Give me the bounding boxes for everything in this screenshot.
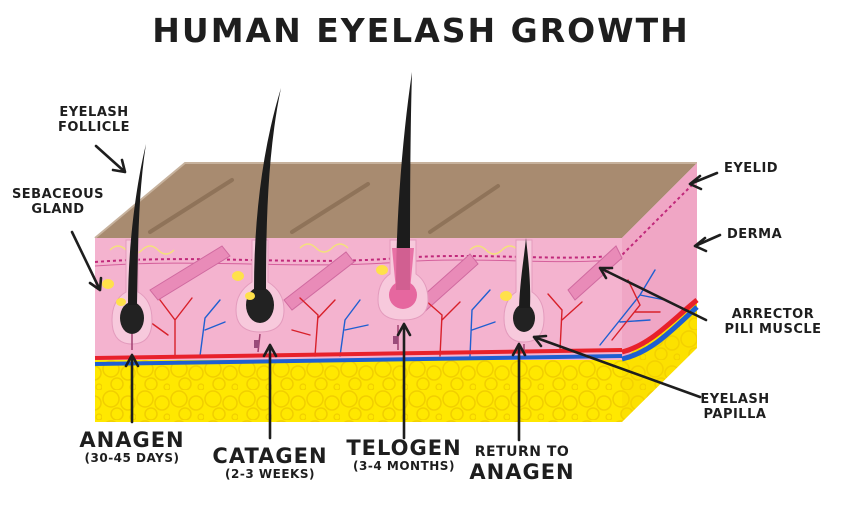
label-eyelid: EYELID — [724, 162, 778, 177]
label-sebaceous-gland: SEBACEOUS GLAND — [4, 188, 112, 218]
label-line: EYELASH — [690, 393, 780, 408]
stage-telogen: TELOGEN (3-4 MONTHS) — [338, 436, 470, 474]
label-eyelash-papilla: EYELASH PAPILLA — [690, 393, 780, 423]
label-line: PAPILLA — [690, 408, 780, 423]
label-line: SEBACEOUS — [4, 188, 112, 203]
stage-anagen: ANAGEN (30-45 DAYS) — [72, 428, 192, 466]
label-line: GLAND — [4, 203, 112, 218]
label-line: EYELASH — [50, 106, 138, 121]
derma-layer — [95, 238, 622, 360]
stage-name: ANAGEN — [72, 428, 192, 452]
label-eyelash-follicle: EYELASH FOLLICLE — [50, 106, 138, 136]
stage-duration: ANAGEN — [466, 460, 578, 484]
label-line: FOLLICLE — [50, 121, 138, 136]
label-line: ARRECTOR — [708, 308, 838, 323]
label-derma: DERMA — [727, 228, 782, 243]
eyelid-surface — [95, 163, 697, 238]
stage-duration: (3-4 MONTHS) — [338, 460, 470, 474]
stage-duration: (2-3 WEEKS) — [200, 468, 340, 482]
stage-return-anagen: RETURN TO ANAGEN — [466, 444, 578, 484]
label-line: PILI MUSCLE — [708, 323, 838, 338]
stage-name: TELOGEN — [338, 436, 470, 460]
fat-layer — [95, 360, 622, 422]
page-title: HUMAN EYELASH GROWTH — [0, 12, 842, 50]
label-arrector-pili: ARRECTOR PILI MUSCLE — [708, 308, 838, 338]
stage-duration: (30-45 DAYS) — [72, 452, 192, 466]
stage-name: RETURN TO — [466, 444, 578, 460]
stage-name: CATAGEN — [200, 444, 340, 468]
stage-catagen: CATAGEN (2-3 WEEKS) — [200, 444, 340, 482]
